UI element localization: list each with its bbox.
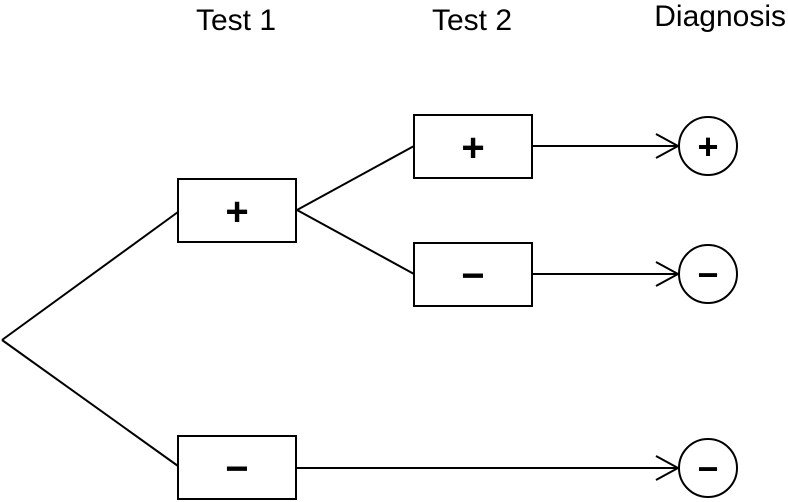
test2-positive-symbol: +: [461, 126, 484, 170]
diagnosis-negative-circle-lower: −: [678, 438, 738, 498]
edge-root-to-test1-positive: [1, 211, 179, 341]
test1-negative-box: −: [177, 435, 297, 500]
header-diagnosis: Diagnosis: [654, 0, 786, 33]
test1-negative-symbol: −: [225, 447, 248, 491]
header-test-1: Test 1: [196, 4, 276, 37]
test1-positive-symbol: +: [225, 190, 248, 234]
test2-negative-symbol: −: [461, 254, 484, 298]
diagnosis-positive-symbol: +: [697, 126, 718, 167]
header-test-2: Test 2: [432, 4, 512, 37]
diagnosis-negative-symbol-upper: −: [697, 254, 718, 295]
edge-test1-positive-to-test2-negative: [296, 209, 415, 275]
edge-root-to-test1-negative: [1, 339, 179, 467]
test2-positive-box: +: [413, 114, 533, 179]
diagnosis-positive-circle: +: [678, 116, 738, 176]
diagnosis-negative-circle-upper: −: [678, 244, 738, 304]
diagnosis-negative-symbol-lower: −: [697, 448, 718, 489]
test1-positive-box: +: [177, 178, 297, 243]
edge-test1-positive-to-test2-positive: [296, 145, 415, 211]
test2-negative-box: −: [413, 242, 533, 307]
